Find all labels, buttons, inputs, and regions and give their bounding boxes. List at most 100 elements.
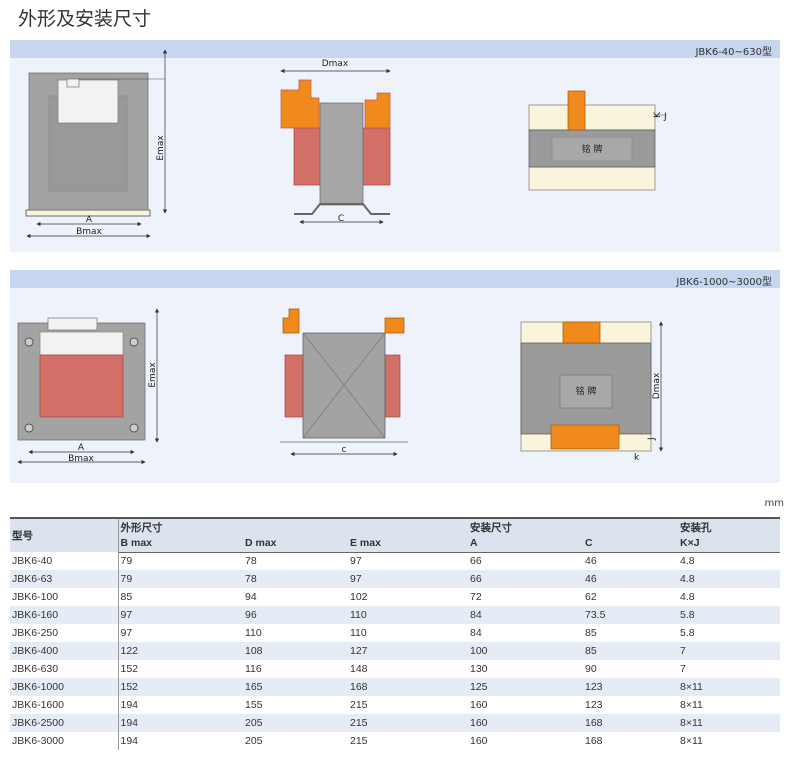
side-view-small [280, 68, 391, 225]
cell-value: 97 [350, 555, 362, 568]
cell-value: 8×11 [680, 735, 703, 747]
cell-value: 85 [585, 627, 597, 639]
cell-value: 125 [468, 678, 583, 696]
cell-value: 194 [120, 735, 139, 747]
cell-value: 168 [583, 714, 678, 732]
header-col: A [468, 535, 583, 553]
cell-value: 66 [470, 555, 482, 568]
cell-value: 110 [245, 627, 262, 639]
dim-j: J [647, 437, 657, 441]
cell-value: 5.8 [680, 627, 695, 639]
cell-value: 5.8 [678, 606, 780, 624]
cell-value: 7 [678, 642, 780, 660]
cell-value: 108 [243, 642, 348, 660]
side-view-large [280, 308, 408, 457]
cell-value: 155 [245, 699, 263, 711]
header-group-outline: 外形尺寸 [118, 517, 468, 535]
cell-model: JBK6-630 [10, 660, 119, 678]
dim-a: A [86, 215, 93, 225]
header-model: 型号 [10, 517, 119, 552]
cell-value: 123 [585, 699, 603, 711]
cell-value: 152 [120, 663, 139, 675]
cell-value: 97 [118, 606, 243, 624]
cell-value: 78 [245, 555, 257, 568]
header-col: K×J [678, 535, 780, 553]
cell-value: 4.8 [680, 591, 695, 603]
cell-value: 194 [118, 714, 243, 732]
cell-value: 160 [468, 714, 583, 732]
cell-value: 165 [243, 678, 348, 696]
front-view-small [25, 49, 168, 239]
cell-value: 90 [585, 663, 597, 675]
unit-label: mm [764, 498, 784, 509]
cell-value: 215 [350, 699, 368, 711]
top-view-large [520, 321, 664, 452]
dim-dmax: Dmax [322, 59, 349, 69]
top-view-small [528, 90, 667, 191]
cell-value: 116 [245, 663, 262, 675]
page-title: 外形及安装尺寸 [18, 8, 152, 30]
header-col: C [583, 535, 678, 553]
dim-k: k [634, 453, 640, 463]
cell-value: 79 [118, 570, 243, 588]
dim-emax: Emax [156, 135, 166, 161]
cell-value: 85 [583, 642, 678, 660]
cell-model: JBK6-100 [10, 588, 119, 606]
dim-k: K [653, 111, 663, 118]
dim-dmax: Dmax [652, 372, 662, 399]
cell-value: 46 [585, 555, 597, 568]
cell-value: 97 [120, 627, 133, 639]
cell-value: 66 [468, 570, 583, 588]
cell-value: 160 [470, 735, 488, 747]
cell-value: 110 [348, 606, 468, 624]
cell-value: 8×11 [678, 678, 780, 696]
cell-value: 62 [585, 591, 597, 603]
cell-model: JBK6-63 [10, 570, 119, 588]
drawings: Dmax A Bmax Emax C 铭 牌 K J A Bmax Emax c… [17, 49, 667, 465]
cell-value: 122 [118, 642, 243, 660]
cell-model: JBK6-250 [10, 624, 119, 642]
cell-value: 4.8 [680, 555, 695, 568]
front-view-large [17, 308, 160, 465]
cell-value: 79 [120, 555, 133, 568]
cell-model: JBK6-1600 [10, 696, 119, 714]
panel-label: JBK6-40~630型 [10, 40, 780, 58]
cell-value: 102 [350, 591, 368, 603]
dim-c: c [342, 445, 347, 455]
cell-value: 84 [470, 627, 482, 639]
cell-value: 194 [120, 699, 139, 711]
cell-value: 84 [468, 606, 583, 624]
dim-bmax: Bmax [76, 227, 102, 237]
cell-value: 97 [348, 570, 468, 588]
cell-model: JBK6-2500 [10, 714, 119, 732]
header-col: B max [118, 535, 243, 553]
cell-value: 110 [350, 627, 367, 639]
cell-model: JBK6-400 [10, 642, 119, 660]
cell-model: JBK6-40 [10, 552, 119, 570]
header-col: D max [243, 535, 348, 553]
cell-value: 7 [680, 663, 686, 675]
dim-a: A [78, 443, 85, 453]
cell-value: 94 [245, 591, 257, 603]
cell-value: 73.5 [583, 606, 678, 624]
cell-value: 72 [470, 591, 482, 603]
cell-value: 96 [243, 606, 348, 624]
cell-value: 160 [470, 699, 488, 711]
cell-value: 215 [348, 714, 468, 732]
cell-value: 8×11 [678, 714, 780, 732]
cell-model: JBK6-3000 [10, 732, 119, 750]
cell-value: 148 [350, 663, 368, 675]
cell-value: 205 [245, 735, 263, 747]
cell-model: JBK6-1000 [10, 678, 119, 696]
header-group-mounting: 安装尺寸 [468, 517, 678, 535]
